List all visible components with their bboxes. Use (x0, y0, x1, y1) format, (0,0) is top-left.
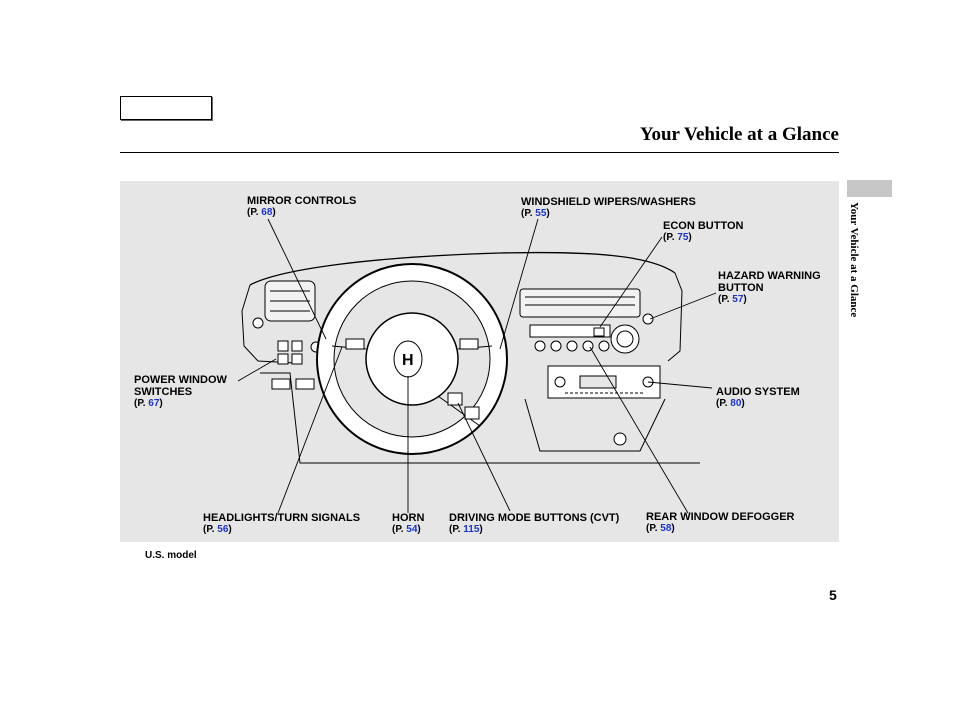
power-window-page-link[interactable]: 67 (148, 398, 160, 409)
defogger-callout: REAR WINDOW DEFOGGER (P. 58) (646, 511, 795, 535)
ref-prefix: (P. (646, 523, 661, 534)
ref-prefix: (P. (203, 524, 218, 535)
driving-mode-label: DRIVING MODE BUTTONS (CVT) (449, 512, 620, 524)
ref-suffix: ) (479, 524, 483, 535)
hazard-label-line1: HAZARD WARNING (718, 270, 821, 282)
horn-label: HORN (392, 512, 425, 524)
ref-suffix: ) (546, 208, 550, 219)
ref-prefix: (P. (663, 232, 678, 243)
ref-suffix: ) (417, 524, 421, 535)
ref-suffix: ) (688, 232, 692, 243)
power-window-callout: POWER WINDOW SWITCHES (P. 67) (134, 374, 227, 410)
audio-page-link[interactable]: 80 (730, 398, 742, 409)
audio-label: AUDIO SYSTEM (716, 386, 800, 398)
hazard-page-link[interactable]: 57 (732, 294, 744, 305)
dashboard-figure: H MIRROR CONTROLS (P. 68) WINDSHIELD WIP… (120, 181, 839, 542)
ref-suffix: ) (272, 207, 276, 218)
ref-prefix: (P. (521, 208, 536, 219)
hazard-callout: HAZARD WARNING BUTTON (P. 57) (718, 270, 821, 306)
page-title: Your Vehicle at a Glance (639, 124, 839, 145)
section-tab[interactable] (847, 180, 892, 197)
driving-mode-page-link[interactable]: 115 (463, 524, 480, 535)
wipers-callout: WINDSHIELD WIPERS/WASHERS (P. 55) (521, 196, 696, 220)
power-window-label-line1: POWER WINDOW (134, 374, 227, 386)
ref-prefix: (P. (247, 207, 262, 218)
ref-suffix: ) (741, 398, 745, 409)
horn-callout: HORN (P. 54) (392, 512, 424, 536)
defogger-label: REAR WINDOW DEFOGGER (646, 511, 795, 523)
ref-prefix: (P. (716, 398, 731, 409)
header-rule (120, 152, 839, 153)
ref-prefix: (P. (134, 398, 149, 409)
section-tab-label: Your Vehicle at a Glance (848, 202, 860, 318)
wipers-label: WINDSHIELD WIPERS/WASHERS (521, 196, 696, 208)
mirror-controls-callout: MIRROR CONTROLS (P. 68) (247, 195, 356, 219)
wipers-page-link[interactable]: 55 (535, 208, 547, 219)
econ-label: ECON BUTTON (663, 220, 744, 232)
driving-mode-callout: DRIVING MODE BUTTONS (CVT) (P. 115) (449, 512, 619, 536)
svg-text:H: H (402, 352, 414, 369)
ref-prefix: (P. (449, 524, 464, 535)
ref-prefix: (P. (718, 294, 733, 305)
defogger-page-link[interactable]: 58 (660, 523, 672, 534)
model-note: U.S. model (145, 550, 197, 561)
hazard-label-line2: BUTTON (718, 282, 764, 294)
ref-suffix: ) (743, 294, 747, 305)
ref-suffix: ) (228, 524, 232, 535)
mirror-controls-page-link[interactable]: 68 (261, 207, 273, 218)
audio-callout: AUDIO SYSTEM (P. 80) (716, 386, 800, 410)
headlights-page-link[interactable]: 56 (217, 524, 229, 535)
mirror-controls-label: MIRROR CONTROLS (247, 195, 357, 207)
page-number: 5 (829, 587, 837, 603)
econ-callout: ECON BUTTON (P. 75) (663, 220, 743, 244)
headlights-callout: HEADLIGHTS/TURN SIGNALS (P. 56) (203, 512, 360, 536)
ref-suffix: ) (159, 398, 163, 409)
power-window-label-line2: SWITCHES (134, 386, 193, 398)
econ-page-link[interactable]: 75 (677, 232, 689, 243)
headlights-label: HEADLIGHTS/TURN SIGNALS (203, 512, 361, 524)
dashboard-illustration: H (237, 218, 717, 514)
ref-suffix: ) (671, 523, 675, 534)
ref-prefix: (P. (392, 524, 407, 535)
table-of-contents-button[interactable] (120, 96, 212, 120)
horn-page-link[interactable]: 54 (406, 524, 418, 535)
